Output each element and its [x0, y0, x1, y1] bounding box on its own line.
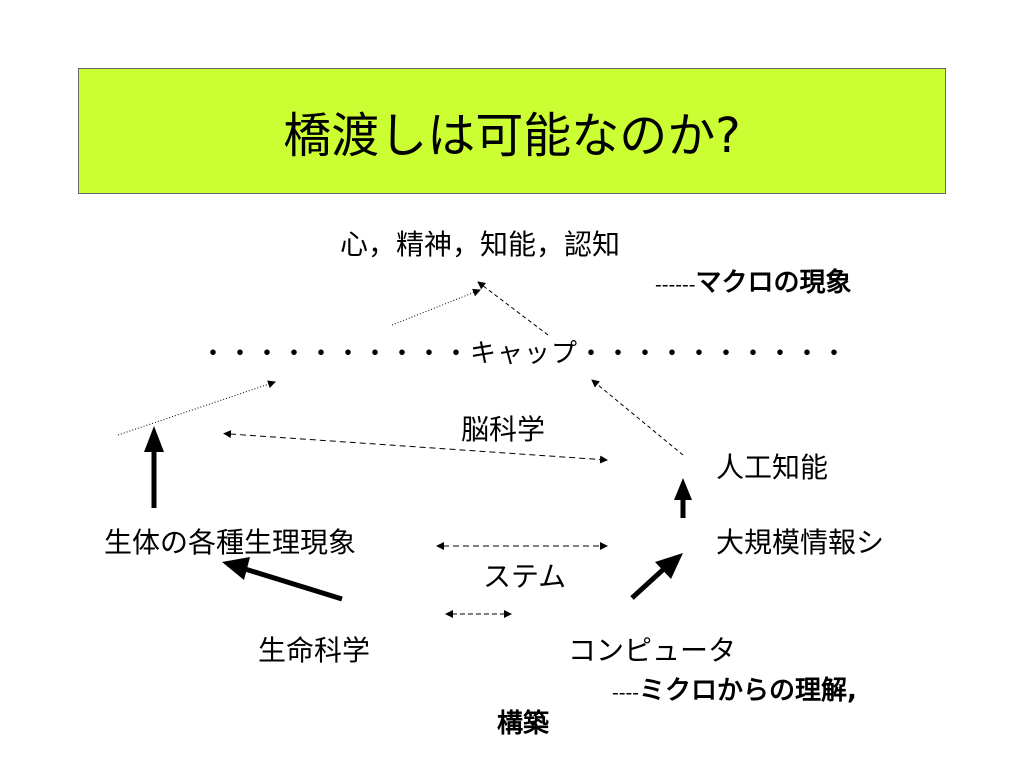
- thick-arrow-computer-head: [655, 553, 683, 579]
- dashed-arrow-ai-to-gap: [591, 379, 684, 456]
- label-life-science: 生命科学: [258, 634, 371, 667]
- thick-arrow-life-science: [244, 566, 343, 602]
- label-macro-text: マクロの現象: [695, 268, 852, 298]
- label-micro: ----ミクロからの理解,: [612, 676, 857, 704]
- title-box: 橋渡しは可能なのか?: [78, 68, 946, 194]
- label-gap: ・・・・・・・・・・キャップ・・・・・・・・・・: [200, 339, 849, 369]
- label-micro-dashes: ----: [612, 680, 640, 704]
- slide-title: 橋渡しは可能なのか?: [283, 108, 741, 164]
- label-brain-science: 脳科学: [461, 413, 546, 446]
- label-micro-text-1: ミクロからの理解,: [639, 676, 857, 706]
- dashed-double-arrow-brain: [223, 430, 608, 464]
- label-macro-dashes: ------: [655, 272, 696, 296]
- thick-arrow-ai-up-head: [674, 478, 692, 500]
- thick-arrow-bio-up-head: [144, 426, 164, 452]
- dotted-arrow-to-mind: [391, 288, 481, 326]
- label-micro-text-2: 構築: [497, 709, 550, 739]
- label-large-system-2: ステム: [483, 560, 567, 593]
- label-macro: ------マクロの現象: [655, 268, 852, 296]
- thick-arrow-computer: [630, 564, 669, 600]
- label-bio-phenomena: 生体の各種生理現象: [104, 526, 357, 559]
- label-mind: 心，精神，知能，認知: [340, 228, 621, 261]
- label-computer: コンピュータ: [568, 634, 737, 667]
- label-ai: 人工知能: [716, 451, 829, 484]
- label-large-system-1: 大規模情報シ: [716, 526, 885, 559]
- dotted-arrow-to-gap-left: [117, 380, 276, 436]
- thick-arrow-life-science-head: [222, 557, 250, 580]
- dashed-arrow-gap-to-mind: [477, 281, 549, 336]
